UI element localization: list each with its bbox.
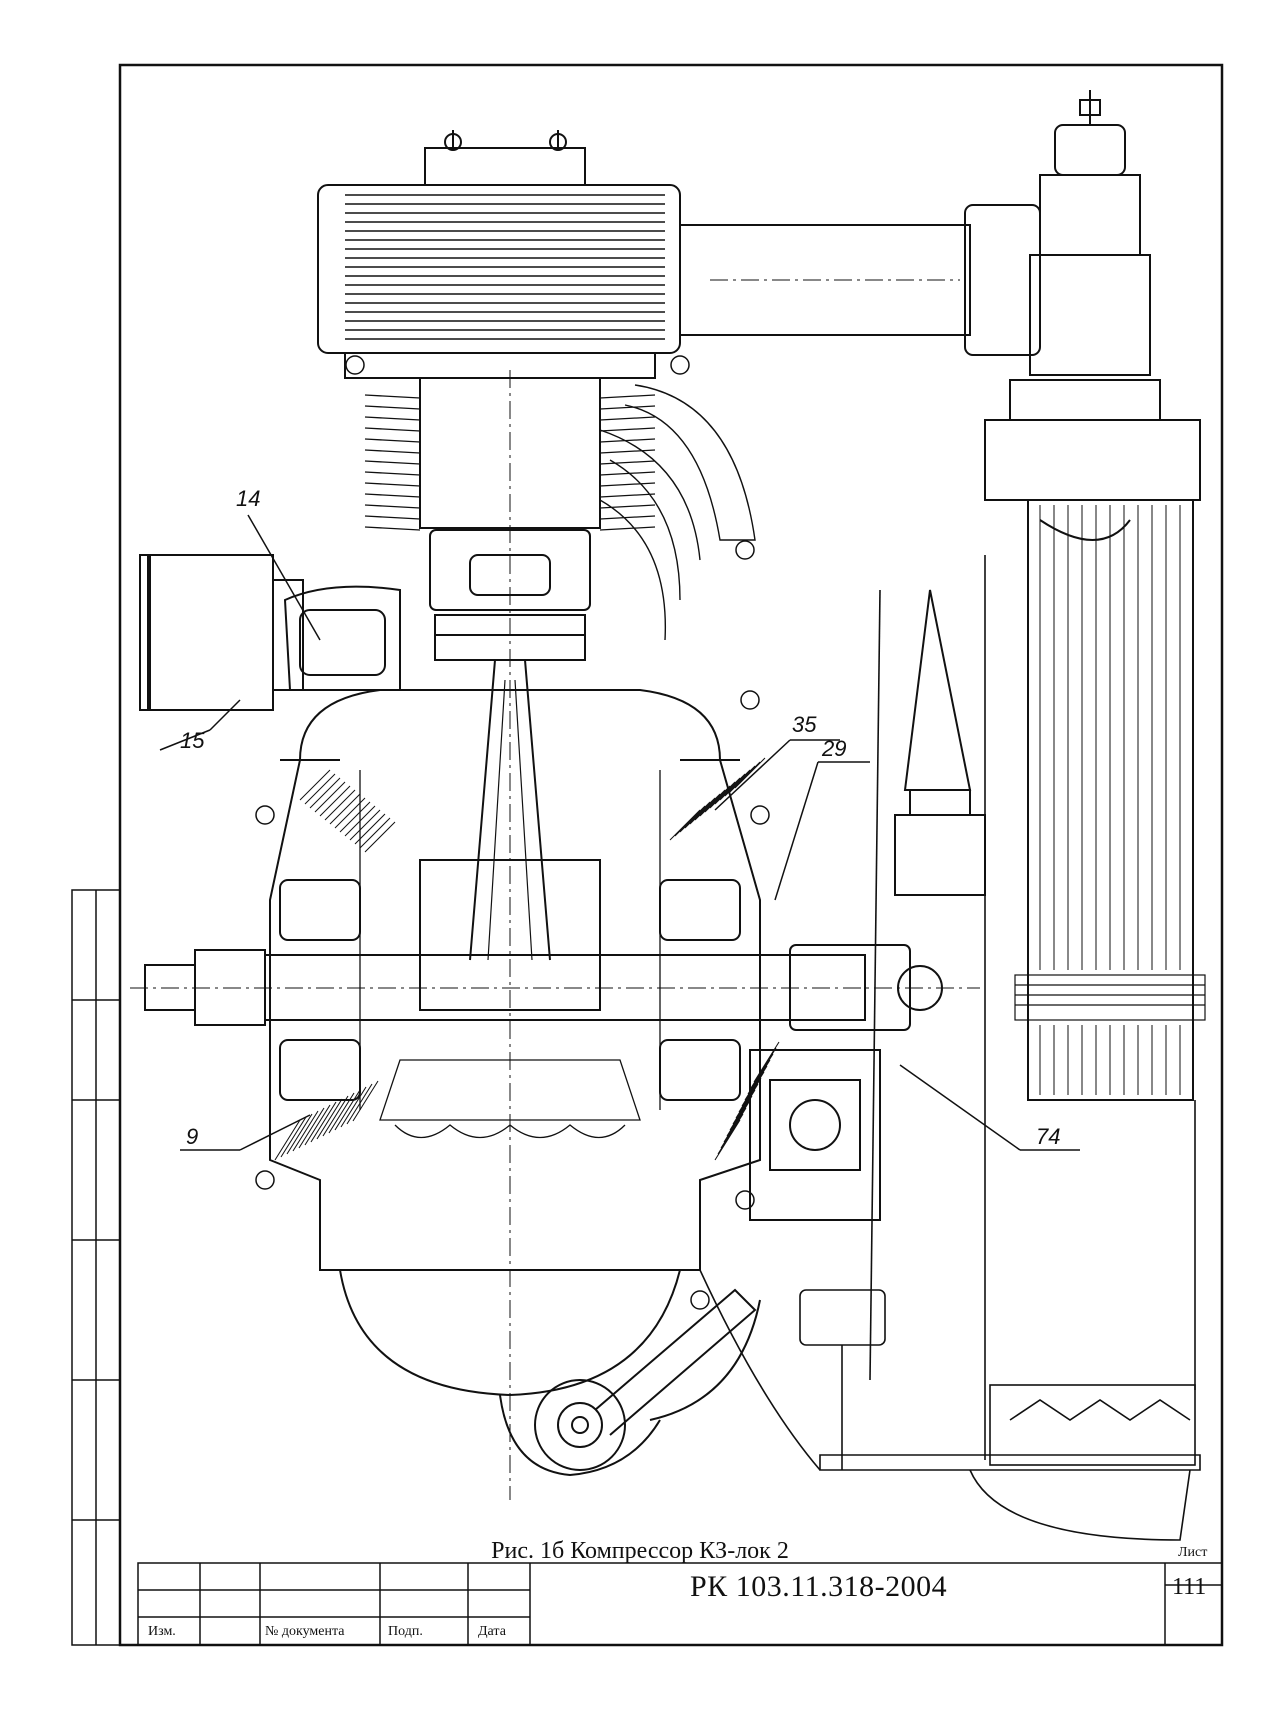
oil-pump xyxy=(749,1049,881,1221)
column-document: № документа xyxy=(265,1624,345,1639)
sheet-label: Лист xyxy=(1178,1545,1208,1560)
sheet-frame xyxy=(118,63,1224,1647)
bolts xyxy=(255,355,770,1310)
cylinder-head xyxy=(317,130,681,354)
callout-15: 15 xyxy=(180,728,205,753)
column-change: Изм. xyxy=(148,1624,176,1639)
head-cooling-fins xyxy=(345,194,665,340)
crankcase-hatching xyxy=(274,757,780,1161)
aftercooler-tubes xyxy=(1039,505,1181,1095)
counterweights xyxy=(379,1059,641,1138)
connecting-rod xyxy=(419,659,601,1011)
title-block xyxy=(137,1562,1223,1646)
callout-9: 9 xyxy=(186,1124,199,1149)
figure-caption: Рис. 1б Компрессор КЗ-лок 2 xyxy=(491,1538,789,1564)
aftercooler xyxy=(984,379,1201,1101)
air-filter xyxy=(139,554,401,711)
column-date: Дата xyxy=(478,1624,506,1639)
column-signature: Подп. xyxy=(388,1624,423,1639)
cylinder-barrel xyxy=(344,352,656,1500)
callout-35: 35 xyxy=(792,712,817,737)
document-number: РК 103.11.318-2004 xyxy=(690,1570,948,1603)
cylinder-fins xyxy=(364,394,656,531)
crankshaft xyxy=(130,944,980,1031)
discharge-pipe xyxy=(679,204,1041,356)
callout-leaders xyxy=(159,514,1080,1151)
sheet-number: 111 xyxy=(1172,1574,1207,1600)
main-bearings xyxy=(279,879,741,1101)
aftercooler-band xyxy=(1014,974,1206,1021)
revision-strip xyxy=(71,889,121,1646)
transfer-pipe xyxy=(599,384,756,641)
drain-pump xyxy=(499,1288,761,1477)
callout-29: 29 xyxy=(822,736,847,761)
crankcase xyxy=(269,689,761,1397)
bottom-piping xyxy=(699,555,1201,1541)
piston xyxy=(429,529,591,661)
callout-74: 74 xyxy=(1036,1124,1061,1149)
oil-filter-cone xyxy=(894,589,986,896)
callout-14: 14 xyxy=(236,486,261,511)
safety-valve xyxy=(1029,90,1151,376)
